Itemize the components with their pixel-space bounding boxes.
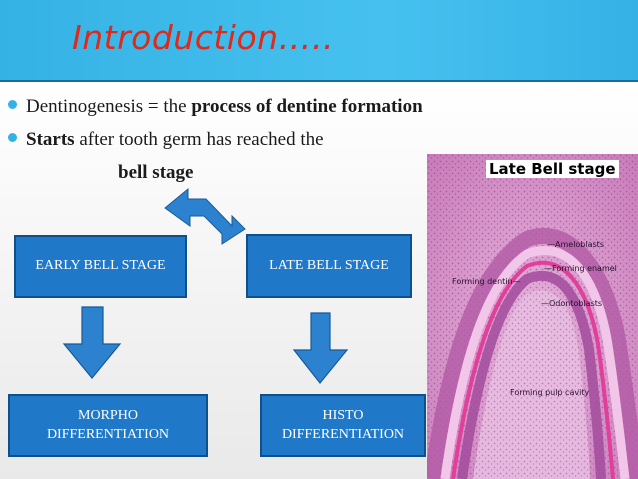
double-arrow-icon (164, 187, 246, 245)
title-bar: Introduction….. (0, 0, 638, 82)
bullet-2-bold: Starts (26, 129, 75, 150)
tissue-image (427, 154, 638, 479)
late-bell-stage-micrograph (427, 154, 638, 479)
late-bell-stage-box: LATE BELL STAGE (246, 234, 412, 298)
bullet-1-bold: process of dentine formation (191, 96, 423, 117)
bullet-2-text: after tooth germ has reached the (74, 129, 324, 150)
label-odontoblasts: —Odontoblasts (541, 299, 603, 308)
image-caption: Late Bell stage (486, 160, 619, 178)
bullet-dot-icon (8, 100, 17, 109)
label-forming-dentin: Forming dentin— (452, 277, 521, 286)
bullet-starts: Starts after tooth germ has reached the (8, 129, 324, 151)
label-forming-enamel: —Forming enamel (544, 264, 617, 273)
bullet-1-text: Dentinogenesis = the (26, 96, 192, 117)
label-pulp-cavity: Forming pulp cavity (510, 388, 590, 397)
histo-differentiation-box: HISTO DIFFERENTIATION (260, 394, 426, 457)
label-ameloblasts: —Ameloblasts (547, 240, 604, 249)
bell-stage-label: bell stage (118, 162, 194, 183)
slide-title: Introduction….. (72, 18, 335, 57)
early-bell-stage-box: EARLY BELL STAGE (14, 235, 187, 298)
morpho-differentiation-box: MORPHO DIFFERENTIATION (8, 394, 208, 457)
down-arrow-right-icon (292, 312, 349, 384)
bullet-dot-icon (8, 133, 17, 142)
down-arrow-left-icon (62, 306, 122, 379)
bullet-dentinogenesis: Dentinogenesis = the process of dentine … (8, 96, 423, 118)
